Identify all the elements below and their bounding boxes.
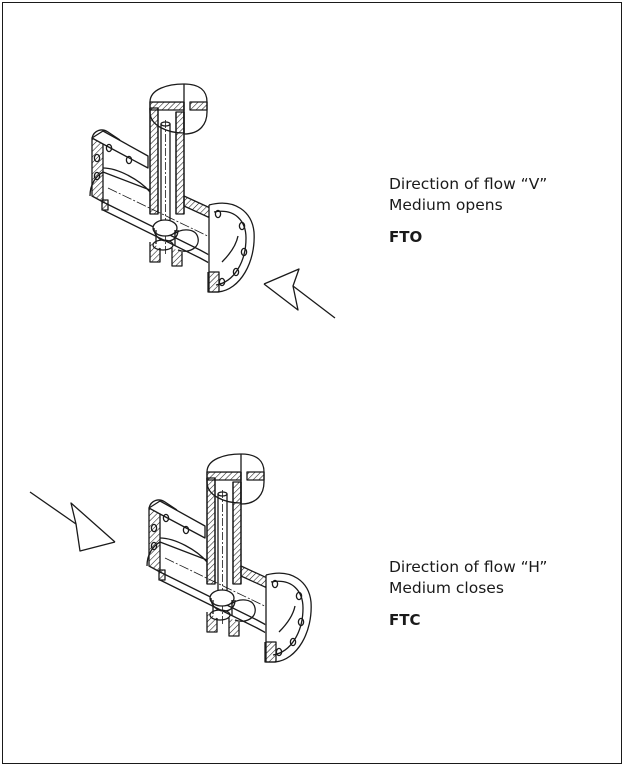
valve-drawing-fto bbox=[89, 83, 255, 293]
flow-arrow-ftc bbox=[29, 491, 116, 552]
valve-drawing-ftc bbox=[146, 453, 312, 663]
flow-code-label: FTO bbox=[389, 228, 423, 246]
medium-behavior-label: Medium closes bbox=[389, 579, 504, 597]
flow-arrow-fto bbox=[263, 268, 336, 319]
flow-direction-label: Direction of flow “V” bbox=[389, 175, 548, 193]
flow-code-label: FTC bbox=[389, 611, 421, 629]
flow-direction-label: Direction of flow “H” bbox=[389, 558, 548, 576]
caption-ftc: Direction of flow “H” Medium closes FTC bbox=[389, 557, 547, 631]
medium-behavior-label: Medium opens bbox=[389, 196, 503, 214]
caption-fto: Direction of flow “V” Medium opens FTO bbox=[389, 174, 547, 248]
